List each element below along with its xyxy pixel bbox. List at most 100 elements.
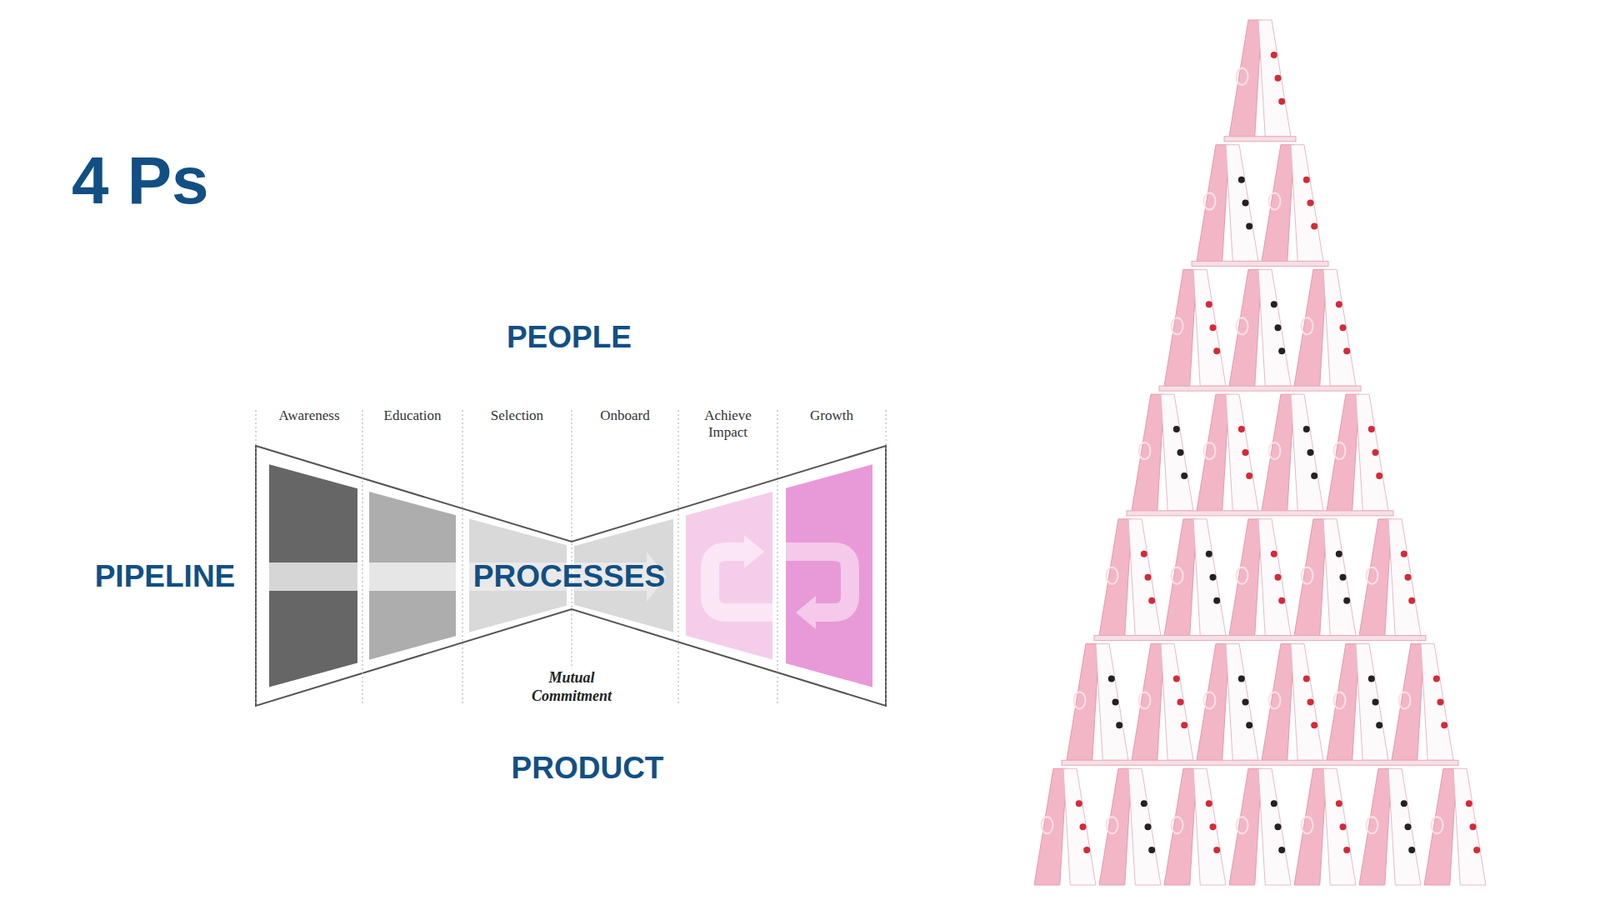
card-face bbox=[1258, 269, 1291, 386]
card-pip bbox=[1140, 550, 1148, 558]
card-face bbox=[1388, 768, 1421, 885]
card-pattern bbox=[1074, 691, 1086, 709]
card-back bbox=[1099, 768, 1132, 885]
card-pip bbox=[1408, 846, 1415, 854]
card-back bbox=[1229, 519, 1262, 636]
card-face bbox=[1323, 768, 1356, 885]
card-face bbox=[1258, 20, 1291, 137]
card-pip bbox=[1303, 425, 1310, 433]
title-text: 4 Ps bbox=[71, 147, 210, 215]
card-pip bbox=[1307, 449, 1315, 456]
card-pip bbox=[1275, 823, 1282, 830]
stage-column: Growth bbox=[777, 404, 886, 706]
stage-shape bbox=[678, 404, 778, 706]
card-face bbox=[1258, 768, 1291, 885]
card-back bbox=[1359, 519, 1392, 636]
card-pattern bbox=[1236, 567, 1249, 585]
card-back bbox=[1424, 768, 1457, 885]
card-pip bbox=[1083, 846, 1090, 854]
loop-arrowhead bbox=[795, 595, 816, 630]
divider-line bbox=[571, 410, 573, 706]
card-pip bbox=[1335, 800, 1343, 807]
card-pip bbox=[1148, 597, 1155, 605]
card-pip bbox=[1372, 449, 1380, 456]
card-pip bbox=[1310, 223, 1318, 230]
card-pip bbox=[1180, 721, 1188, 729]
card-pip bbox=[1335, 550, 1343, 558]
card-pip bbox=[1303, 675, 1310, 682]
card-pip bbox=[1245, 721, 1253, 729]
card-pip bbox=[1340, 574, 1347, 581]
card-face bbox=[1225, 394, 1259, 511]
card-pip bbox=[1270, 300, 1278, 308]
card-pip bbox=[1275, 574, 1282, 581]
card-pip bbox=[1343, 846, 1350, 854]
card-pip bbox=[1335, 300, 1343, 308]
card-pip bbox=[1343, 597, 1350, 605]
card-back bbox=[1359, 768, 1392, 885]
card-pip bbox=[1375, 721, 1383, 729]
card-pattern bbox=[1269, 193, 1281, 210]
card-pip bbox=[1278, 846, 1285, 854]
card-floor bbox=[1126, 510, 1394, 516]
divider-line bbox=[362, 410, 364, 706]
card-pip bbox=[1245, 472, 1253, 480]
card-pip bbox=[1307, 200, 1315, 207]
card-pattern bbox=[1139, 442, 1151, 460]
card-face bbox=[1323, 269, 1356, 386]
card-face bbox=[1355, 394, 1389, 511]
stage-shape bbox=[255, 404, 363, 706]
card-pip bbox=[1405, 574, 1412, 581]
card-face bbox=[1420, 644, 1454, 761]
stage-column: Awareness bbox=[255, 404, 363, 706]
card-pattern bbox=[1041, 816, 1054, 834]
card-pip bbox=[1368, 425, 1375, 433]
card-pip bbox=[1278, 597, 1285, 605]
card-back bbox=[1196, 644, 1230, 761]
house-of-cards bbox=[1034, 20, 1486, 885]
stage-column: Education bbox=[362, 404, 463, 706]
card-back bbox=[1326, 394, 1360, 511]
card-pip bbox=[1213, 597, 1220, 605]
card-face bbox=[1063, 768, 1096, 885]
stage-heading: Achieve Impact bbox=[695, 407, 762, 442]
flow-band bbox=[269, 562, 358, 591]
card-face bbox=[1388, 519, 1421, 636]
card-back bbox=[1294, 519, 1327, 636]
card-pip bbox=[1400, 550, 1408, 558]
card-pattern bbox=[1106, 816, 1119, 834]
card-pattern bbox=[1236, 816, 1249, 834]
card-pip bbox=[1210, 823, 1217, 830]
card-face bbox=[1355, 644, 1389, 761]
card-back bbox=[1294, 768, 1327, 885]
card-pattern bbox=[1106, 567, 1119, 585]
card-pattern bbox=[1301, 816, 1314, 834]
card-face bbox=[1128, 519, 1161, 636]
stage-shape bbox=[777, 404, 886, 706]
card-pip bbox=[1108, 675, 1115, 682]
card-pip bbox=[1173, 425, 1180, 433]
loop-arrowhead bbox=[744, 535, 765, 569]
card-pip bbox=[1145, 574, 1152, 581]
card-pip bbox=[1372, 698, 1380, 705]
card-pattern bbox=[1204, 193, 1216, 210]
card-back bbox=[1164, 768, 1197, 885]
card-pip bbox=[1210, 574, 1217, 581]
card-pattern bbox=[1366, 567, 1379, 585]
card-pattern bbox=[1236, 317, 1249, 335]
card-pip bbox=[1238, 675, 1245, 682]
card-pip bbox=[1145, 823, 1152, 830]
card-pip bbox=[1340, 324, 1347, 331]
card-pip bbox=[1112, 698, 1120, 705]
divider-line bbox=[255, 410, 257, 706]
card-pip bbox=[1465, 800, 1473, 807]
card-back bbox=[1261, 394, 1295, 511]
card-back bbox=[1196, 394, 1230, 511]
stage-trapezoid bbox=[785, 464, 873, 687]
card-pattern bbox=[1171, 567, 1184, 585]
card-pip bbox=[1173, 675, 1180, 682]
card-pip bbox=[1075, 800, 1083, 807]
stage-heading: Education bbox=[365, 407, 460, 425]
card-pip bbox=[1307, 698, 1315, 705]
card-back bbox=[1196, 145, 1230, 262]
